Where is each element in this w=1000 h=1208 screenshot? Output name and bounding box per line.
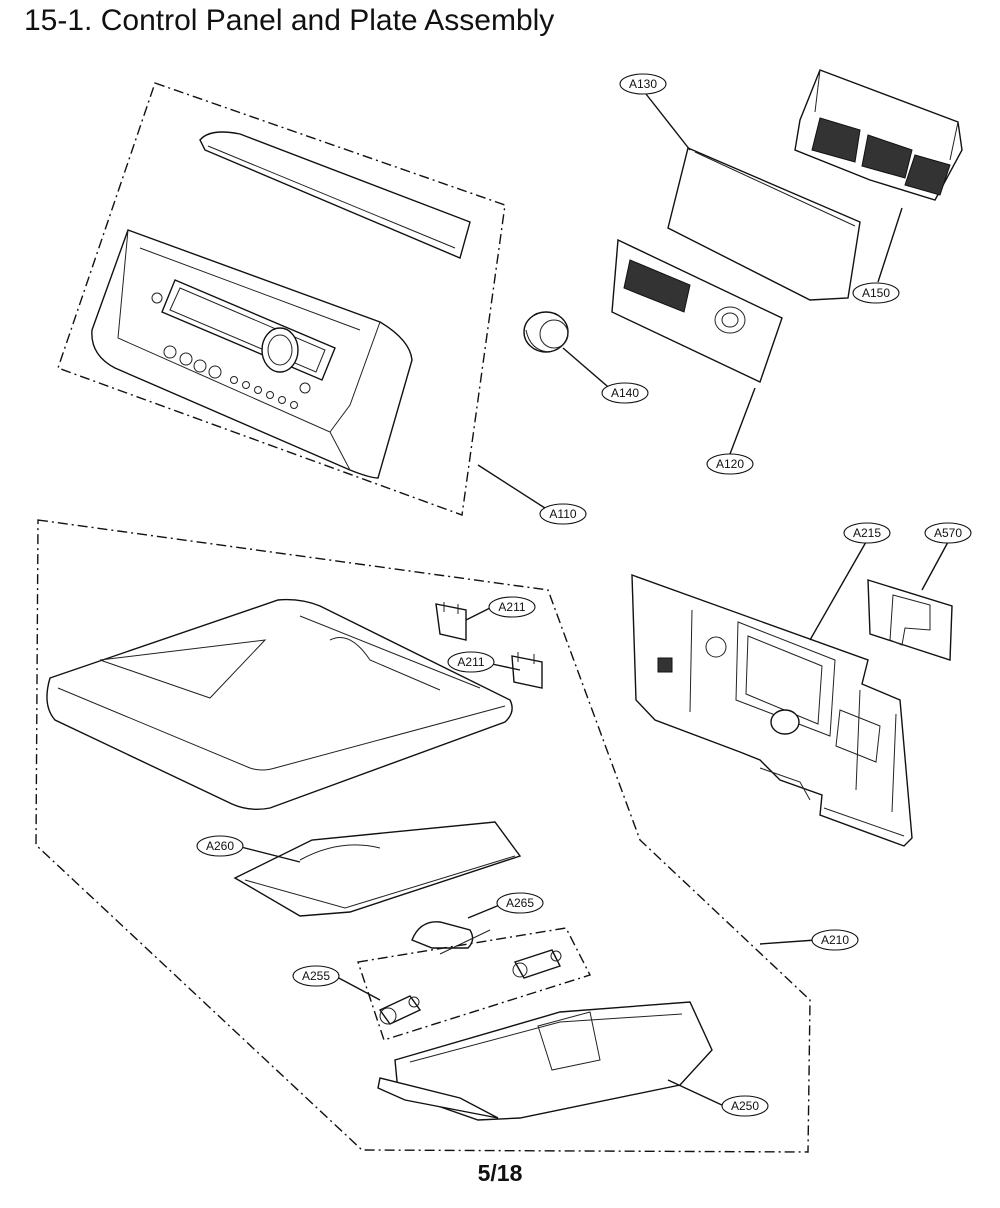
callout-a250: A250 (721, 1095, 769, 1117)
callout-label: A211 (457, 655, 484, 669)
callout-a211-bottom: A211 (447, 651, 495, 673)
control-panel-group-outline (57, 82, 506, 516)
callout-a255: A255 (292, 965, 340, 987)
callout-label: A570 (934, 526, 962, 540)
hinge-brackets (435, 602, 543, 689)
callout-label: A255 (302, 969, 330, 983)
callout-label: A210 (821, 933, 849, 947)
callout-label: A211 (498, 600, 525, 614)
back-plate-group (631, 573, 953, 847)
callout-a130: A130 (619, 73, 667, 95)
electronics-group (523, 69, 963, 383)
callout-label: A250 (731, 1099, 759, 1113)
small-cover-bracket (867, 579, 953, 661)
callout-a110: A110 (539, 503, 587, 525)
leader-lines (236, 93, 949, 1107)
control-panel-body (91, 229, 413, 479)
page-title: 15-1. Control Panel and Plate Assembly (24, 4, 555, 37)
panel-buttons (151, 292, 311, 409)
callout-a120: A120 (706, 453, 754, 475)
page-number: 5/18 (477, 1160, 523, 1186)
hinge-pins (378, 949, 562, 1025)
callout-a150: A150 (852, 282, 900, 304)
top-plate-group (35, 519, 811, 1153)
hinge-pin-kit-outline (357, 927, 591, 1041)
panel-trim-strip (199, 131, 471, 259)
callout-label: A265 (506, 896, 534, 910)
control-panel-group (57, 82, 506, 516)
callout-label: A260 (206, 839, 234, 853)
callout-a265: A265 (496, 892, 544, 914)
callout-a140: A140 (601, 382, 649, 404)
callout-label: A130 (629, 77, 657, 91)
callout-a210: A210 (811, 929, 859, 951)
callout-a211-top: A211 (488, 596, 536, 618)
callout-a260: A260 (196, 835, 244, 857)
lid-panel (233, 821, 522, 917)
dial-opening (261, 327, 299, 373)
callout-label: A120 (716, 457, 744, 471)
back-plate (631, 573, 913, 847)
callout-label: A110 (549, 507, 576, 521)
lid-latch (411, 921, 491, 955)
callout-label: A140 (611, 386, 639, 400)
pcb-cover-plate (667, 147, 861, 301)
callout-label: A215 (853, 526, 881, 540)
top-plate-group-outline (35, 519, 811, 1153)
callout-a570: A570 (924, 522, 972, 544)
callout-a215: A215 (843, 522, 891, 544)
callout-label: A150 (862, 286, 890, 300)
